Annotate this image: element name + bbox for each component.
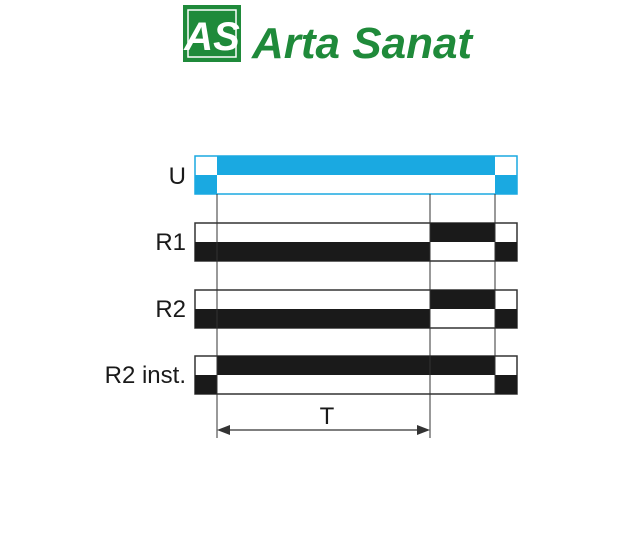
r1-low-end (495, 242, 517, 261)
timing-row-r2-inst (194, 355, 518, 395)
time-guides (216, 194, 496, 438)
time-interval-arrow: T (217, 403, 430, 435)
timing-row-u (194, 155, 518, 195)
brand-logo: AS Arta Sanat (183, 5, 474, 68)
r2-high-segment (430, 290, 495, 309)
supply-low-end (495, 175, 517, 194)
timing-row-r2 (194, 289, 518, 329)
r2-inst-low-end (495, 375, 517, 394)
row-label-r2: R2 (155, 296, 186, 323)
row-label-r1: R1 (155, 229, 186, 256)
logo-badge (183, 5, 241, 62)
row-label-r2-inst: R2 inst. (105, 362, 186, 389)
r1-high-segment (430, 223, 495, 242)
r1-low-segment (195, 242, 430, 261)
arrow-right-head (417, 425, 430, 435)
logo-mark: AS (183, 15, 240, 59)
r2-low-end (495, 309, 517, 328)
time-label: T (320, 403, 335, 430)
row-label-u: U (169, 163, 186, 190)
logo-badge-frame (187, 9, 237, 58)
brand-name: Arta Sanat (251, 19, 474, 68)
supply-low-start (195, 175, 217, 194)
r2-inst-low-start (195, 375, 217, 394)
timing-row-r1 (194, 222, 518, 262)
arrow-left-head (217, 425, 230, 435)
r2-low-segment (195, 309, 430, 328)
r2-inst-high (217, 356, 495, 375)
supply-high (217, 156, 495, 175)
